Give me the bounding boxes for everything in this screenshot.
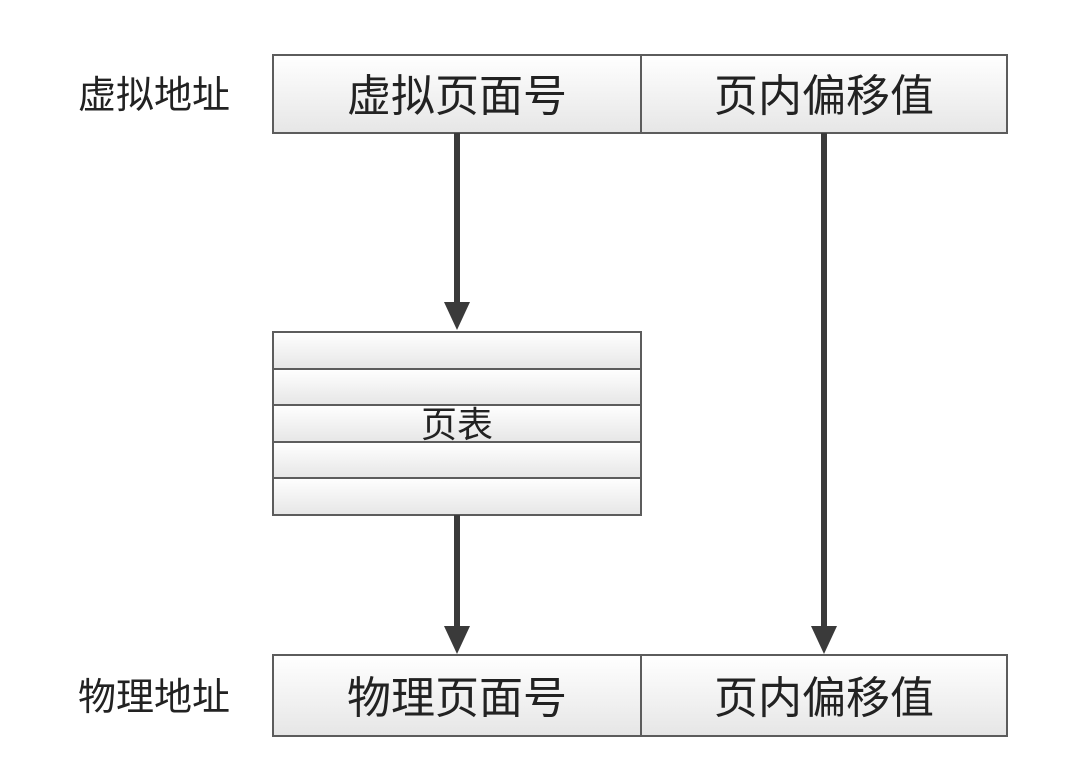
page-table-row [272,331,642,370]
physical-address-row: 物理地址 物理页面号 页内偏移值 [78,654,1008,737]
physical-offset-text: 页内偏移值 [714,673,934,724]
physical-offset-cell [640,654,1008,737]
page-table-label: 页表 [421,405,493,446]
virtual-offset-cell [640,54,1008,134]
virtual-offset-text: 页内偏移值 [714,71,934,122]
arrow-head-offset [811,626,837,654]
physical-address-label: 物理地址 [78,675,230,719]
page-table: 页表 [272,331,642,516]
virtual-page-number-cell [272,54,642,134]
physical-page-number-cell [272,654,642,737]
arrow-head-physical-page [444,626,470,654]
virtual-address-label: 虚拟地址 [78,73,230,117]
arrow-head-virtual-page [444,302,470,330]
virtual-address-row: 虚拟地址 虚拟页面号 页内偏移值 [78,54,1008,134]
page-table-row [272,477,642,516]
page-table-row [272,368,642,406]
page-table-row [272,441,642,479]
virtual-page-number-text: 虚拟页面号 [347,71,567,122]
arrows [444,133,837,654]
physical-page-number-text: 物理页面号 [347,673,567,724]
